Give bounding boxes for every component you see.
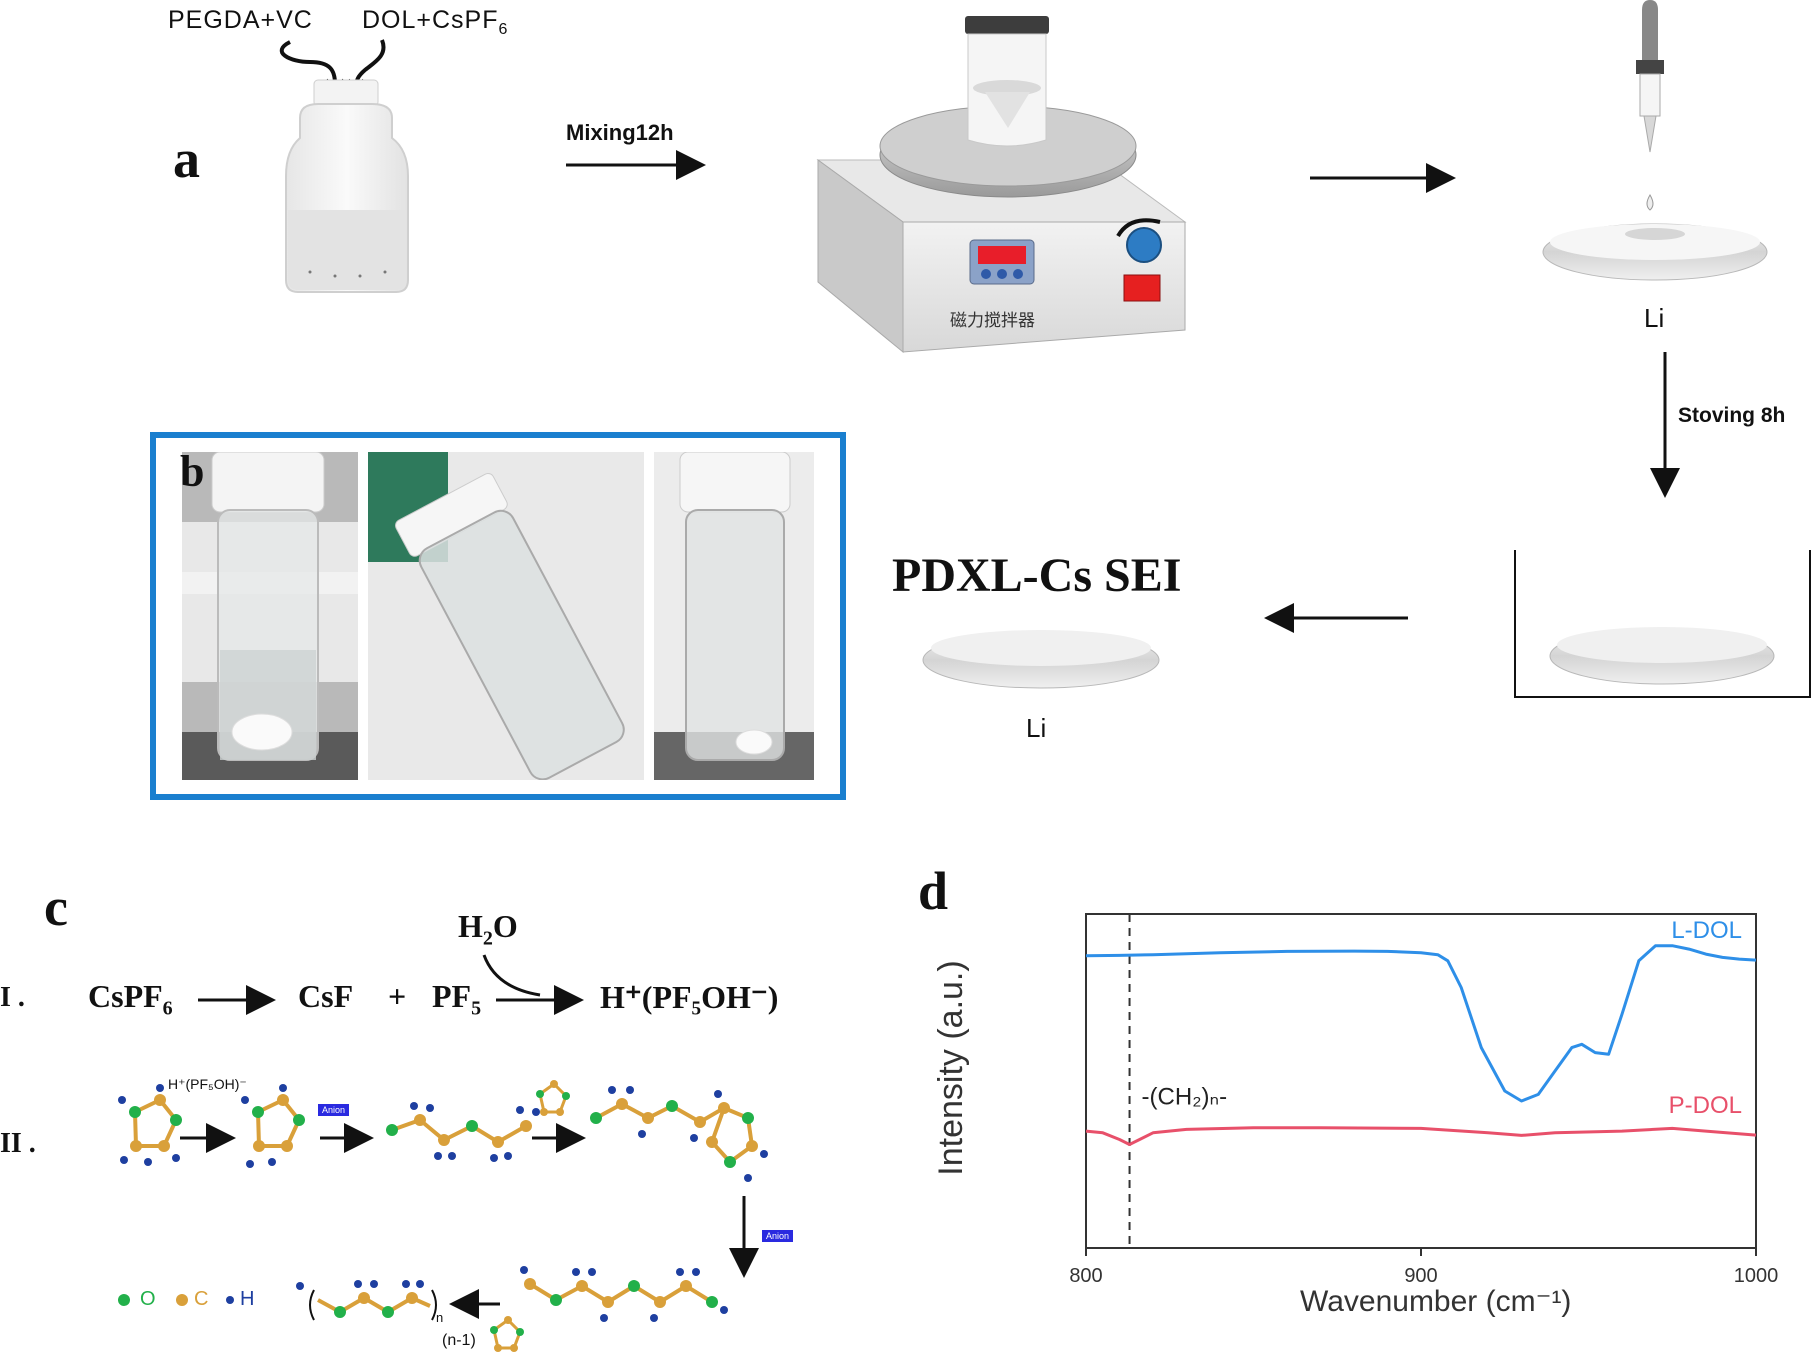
reactant-sub: 6 — [162, 997, 173, 1020]
li-dish — [1542, 223, 1768, 281]
chart-ylabel: Intensity (a.u.) — [932, 960, 970, 1176]
series-line-l-dol — [1085, 944, 1757, 1103]
mixing-bottle — [285, 79, 409, 293]
legend-c-label: C — [194, 1288, 209, 1310]
oven-container — [1514, 550, 1811, 698]
anion-tag-2: Anion — [762, 1230, 794, 1242]
chain-molecule-1 — [386, 1102, 540, 1162]
n-minus-1-label: (n-1) — [442, 1332, 476, 1349]
vial-inverted-icon — [654, 452, 814, 780]
initiator-label: H⁺(PF₅OH)⁻ — [168, 1076, 247, 1092]
panel-c-letter: c — [44, 877, 68, 937]
water-sub: 2 — [482, 927, 493, 950]
legend-o-label: O — [140, 1288, 156, 1310]
vial-tilted-icon — [368, 452, 644, 780]
reaction-I-numeral: I . — [0, 982, 25, 1013]
li-label-dish: Li — [1644, 303, 1665, 333]
legend-h-label: H — [240, 1288, 255, 1310]
plus-sign: + — [388, 978, 407, 1014]
water-o: O — [492, 908, 518, 944]
plot-frame — [1085, 913, 1757, 1249]
vial-photo-1 — [182, 452, 358, 780]
li-label-product: Li — [1026, 713, 1047, 743]
input-dol-main: DOL+CsPF — [362, 6, 499, 34]
reactant-main: CsPF — [88, 978, 163, 1014]
legend-o-dot — [118, 1294, 130, 1306]
repeat-subscript-n: n — [436, 1310, 444, 1325]
product-pf5: PF5 — [432, 978, 481, 1020]
dol-molecule-small — [536, 1080, 570, 1116]
product-li-disk — [922, 630, 1160, 689]
stirrer-chinese-label: 磁力搅拌器 — [950, 311, 1035, 330]
reaction-II-numeral: II . — [0, 1128, 36, 1159]
ch2-annotation: -(CH₂)ₙ- — [1142, 1083, 1228, 1110]
chain-ring-molecule — [590, 1086, 768, 1182]
vial-upright-icon — [182, 452, 358, 780]
legend-c-dot — [176, 1294, 188, 1306]
input-pegda-vc-label: PEGDA+VC — [168, 6, 313, 34]
chart-xlabel: Wavenumber (cm⁻¹) — [1300, 1285, 1572, 1318]
panel-a-letter: a — [173, 129, 200, 189]
product-csf: CsF — [298, 978, 354, 1014]
polymer-repeat-unit — [296, 1280, 437, 1321]
water-label: H2O — [458, 908, 518, 950]
step-stoving-label: Stoving 8h — [1678, 404, 1786, 427]
input-dol-sub: 6 — [498, 21, 509, 38]
series-line-p-dol — [1085, 1126, 1757, 1146]
pf5-main: PF — [432, 978, 472, 1014]
product-title: PDXL-Cs SEI — [892, 549, 1182, 602]
series-label-p-dol: P-DOL — [1669, 1092, 1742, 1119]
pf5-sub: 5 — [471, 997, 482, 1020]
legend-h-dot — [226, 1296, 234, 1304]
vial-photo-3 — [654, 452, 814, 780]
dropper-icon — [1636, 0, 1664, 211]
input-dol-cspf6-label: DOL+CsPF6 — [362, 6, 508, 39]
magnetic-stirrer — [816, 16, 1187, 354]
dol-molecule-1 — [118, 1084, 182, 1166]
long-chain-molecule — [520, 1266, 728, 1322]
dol-molecule-bottom — [490, 1316, 524, 1352]
x-tick-label-1000: 1000 — [1734, 1265, 1779, 1287]
panel-b-letter: b — [180, 447, 205, 496]
final-product: H⁺(PF₅OH⁻) — [600, 979, 779, 1015]
input-arrow-1 — [279, 40, 337, 85]
panel-d-letter: d — [918, 861, 949, 921]
dol-molecule-2 — [241, 1084, 305, 1168]
arrow-water — [482, 954, 541, 997]
x-tick-label-800: 800 — [1069, 1265, 1102, 1287]
reactant-cspf6: CsPF6 — [88, 978, 173, 1020]
x-tick-label-900: 900 — [1404, 1265, 1437, 1287]
water-h: H — [458, 908, 483, 944]
vial-photo-2 — [368, 452, 644, 780]
anion-tag-1: Anion — [318, 1104, 350, 1116]
step-mixing-label: Mixing12h — [566, 120, 674, 145]
panel-b-photo-frame: b — [150, 432, 846, 800]
series-label-l-dol: L-DOL — [1671, 917, 1742, 944]
